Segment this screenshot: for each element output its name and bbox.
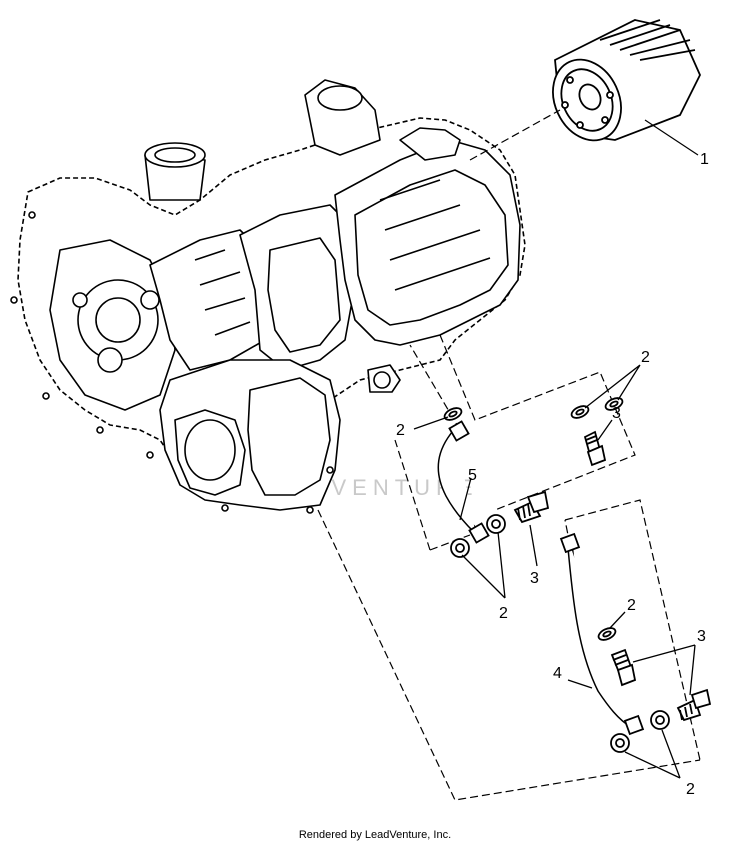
callout-labels: 1 2 2 3 5 3 2 2 3 4 2 (396, 151, 709, 798)
callout-3-middle: 3 (530, 570, 539, 587)
callout-3-upper-right: 3 (612, 405, 621, 422)
callout-2-lower-upper: 2 (627, 597, 636, 614)
callout-3-lower: 3 (697, 628, 706, 645)
oil-line-upper (437, 420, 490, 544)
sealing-washers (443, 397, 670, 753)
callout-1: 1 (700, 151, 709, 168)
callout-5: 5 (468, 467, 477, 484)
callout-4: 4 (553, 665, 562, 682)
callout-pointers (413, 364, 696, 779)
callout-2-upper-left: 2 (396, 422, 405, 439)
callout-2-middle: 2 (499, 605, 508, 622)
oil-filter (552, 19, 701, 142)
callout-2-lower: 2 (686, 781, 695, 798)
engine-block (10, 79, 526, 514)
callout-2-upper-right: 2 (641, 349, 650, 366)
render-credit: Rendered by LeadVenture, Inc. (298, 829, 452, 841)
banjo-bolts (513, 430, 712, 722)
